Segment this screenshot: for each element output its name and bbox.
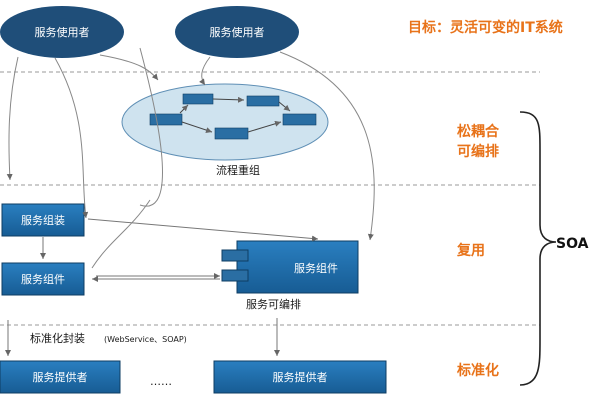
process-label: 流程重组 <box>216 163 260 177</box>
goal-text: 目标：灵活可变的IT系统 <box>408 19 563 36</box>
orchestration-label: 服务可编排 <box>246 297 301 311</box>
component-port-bottom <box>221 269 249 282</box>
component-label-right: 服务组件 <box>294 261 338 275</box>
link-consumer2-component <box>279 51 375 241</box>
provider-box-1 <box>0 360 121 394</box>
link-composition-to-component <box>87 218 319 242</box>
component-label-left: 服务组件 <box>21 272 65 286</box>
composition-box <box>1 203 85 237</box>
provider-box-2 <box>213 360 387 394</box>
link-consumer1-process <box>99 54 159 81</box>
component-box-right <box>236 240 359 294</box>
consumer-label-2: 服务使用者 <box>210 26 265 39</box>
link-consumer2-process <box>199 56 211 86</box>
link-consumer1-composition <box>54 57 89 219</box>
side-label-loose: 松耦合 <box>457 123 500 140</box>
component-port-top <box>221 249 249 262</box>
brace <box>519 111 557 386</box>
link-component-up <box>91 199 151 269</box>
consumer-ellipse-2 <box>175 6 299 58</box>
standard-sub: (WebService、SOAP) <box>104 335 187 344</box>
consumer-ellipse-1 <box>0 6 124 58</box>
process-flow-arrows <box>179 96 291 133</box>
soa-label: SOA <box>556 236 589 252</box>
provider-label-1: 服务提供者 <box>33 370 88 384</box>
consumer-label-1: 服务使用者 <box>35 26 90 39</box>
provider-ellipsis: …… <box>150 375 172 388</box>
composition-label: 服务组装 <box>21 213 65 227</box>
component-box-left <box>1 262 85 296</box>
side-label-standard: 标准化 <box>456 362 499 379</box>
side-label-reuse: 复用 <box>456 242 485 259</box>
process-component-icons <box>149 93 317 140</box>
link-consumer1-down <box>6 56 19 181</box>
side-label-orchestrate: 可编排 <box>457 143 499 160</box>
standard-label: 标准化封装 <box>30 331 85 345</box>
link-consumer1-center <box>139 47 163 207</box>
provider-label-2: 服务提供者 <box>273 370 328 384</box>
